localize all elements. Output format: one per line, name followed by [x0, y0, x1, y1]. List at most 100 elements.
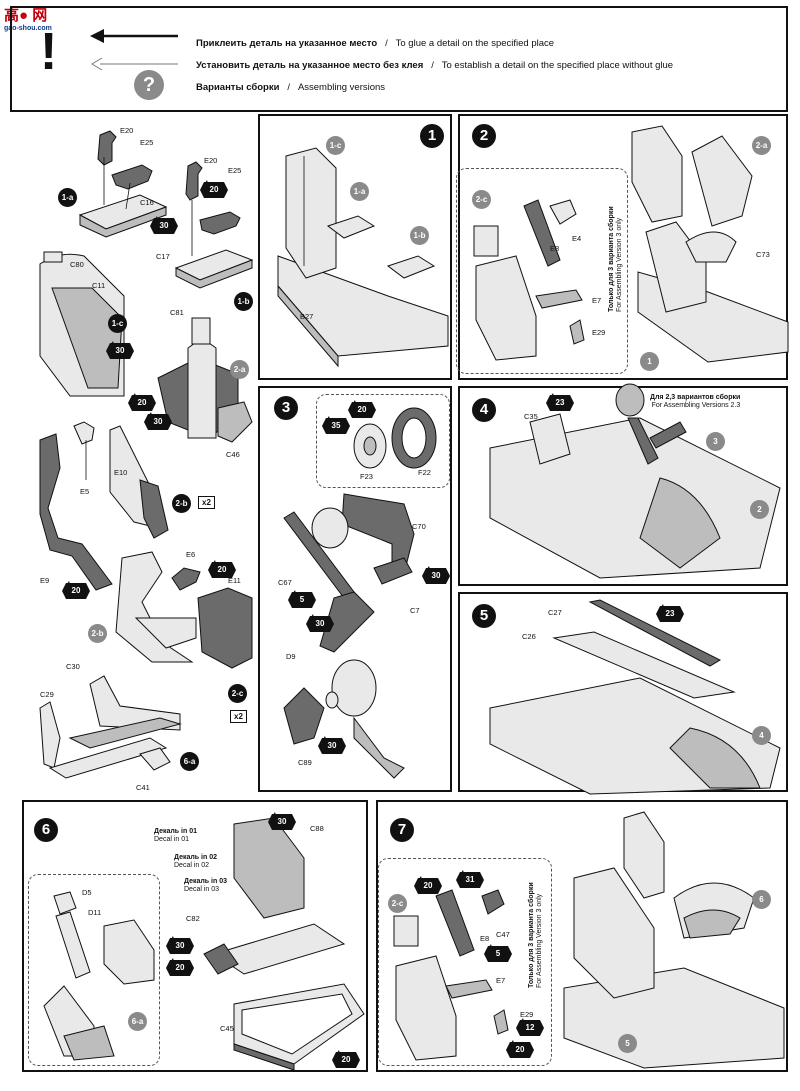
star-shape-icon — [306, 614, 334, 632]
version-3-only-en-step7: For Assembling Version 3 only — [536, 893, 543, 988]
part-label-e10: E10 — [114, 468, 128, 477]
paint-color-number: 20 — [209, 185, 219, 194]
star-shape-icon — [414, 876, 442, 894]
part-label-c30: C30 — [66, 662, 80, 671]
legend-sep: / — [385, 38, 388, 49]
version-3-only-ru: Только для 3 варианта сборки — [608, 206, 615, 312]
subassembly-badge-2a-in-step2: 2-a — [752, 136, 771, 155]
glue-arrow-icon — [90, 29, 178, 43]
subassembly-badge-1b-in-step1: 1-b — [410, 226, 429, 245]
paint-color-number: 20 — [217, 565, 227, 574]
subassembly-badge-6a-in-step6: 6-a — [128, 1012, 147, 1031]
star-shape-icon — [546, 393, 574, 411]
legend-row-versions: Варианты сборки / Assembling versions — [196, 82, 385, 93]
part-label-e29: E29 — [592, 328, 606, 337]
paint-color-number: 30 — [159, 221, 169, 230]
part-label-c89: C89 — [298, 758, 312, 767]
subassembly-1b-drawing — [174, 161, 254, 289]
step-5-drawing — [489, 599, 781, 795]
legend-row-no-glue: Установить деталь на указанное место без… — [196, 60, 673, 71]
exclamation-icon: ! — [40, 23, 58, 81]
step-4-drawing — [489, 383, 781, 579]
decal-01-ru: Декаль in 01 — [154, 828, 198, 835]
callout-5: 5 — [618, 1034, 637, 1053]
part-label-c41: C41 — [136, 783, 150, 792]
paint-color-number: 23 — [665, 609, 675, 618]
star-shape-icon — [516, 1018, 544, 1036]
version-3-inset — [456, 168, 628, 374]
paint-color-star: 20 — [200, 180, 228, 200]
star-shape-icon — [166, 958, 194, 976]
legend-versions-en: Assembling versions — [297, 82, 386, 93]
subassembly-1c-drawing — [39, 251, 125, 397]
decal-01-en: Decal in 01 — [154, 836, 190, 843]
legend-box: ! ? Приклеить деталь на указанное место … — [10, 6, 788, 112]
legend-sep: / — [431, 60, 434, 71]
paint-color-number: 30 — [315, 619, 325, 628]
part-label-f23: F23 — [360, 472, 373, 481]
subassembly-badge-2c: 2-c — [228, 684, 247, 703]
legend-noglue-ru: Установить деталь на указанное место без… — [196, 60, 424, 71]
star-shape-icon — [144, 412, 172, 430]
wheel-inset-drawing — [353, 407, 437, 469]
paint-color-number: 12 — [525, 1023, 535, 1032]
step-5-number: 5 — [472, 604, 496, 628]
part-label-c35: C35 — [524, 412, 538, 421]
paint-color-star: 31 — [456, 870, 484, 890]
paint-color-number: 20 — [137, 398, 147, 407]
part-label-e20: E20 — [120, 126, 134, 135]
paint-color-star: 20 — [348, 400, 376, 420]
paint-color-star: 30 — [306, 614, 334, 634]
paint-color-star: 20 — [62, 581, 90, 601]
legend-sep: / — [287, 82, 291, 93]
version-3-only-note: Только для 3 варианта сборки For Assembl… — [608, 206, 624, 312]
decal-02-ru: Декаль in 02 — [174, 854, 218, 861]
step-6-inset — [28, 874, 160, 1066]
part-label-e9: E9 — [40, 576, 50, 585]
star-shape-icon — [506, 1040, 534, 1058]
part-label-e8-step7: E8 — [480, 934, 490, 943]
step-3-number: 3 — [274, 396, 298, 420]
paint-color-star: 20 — [128, 393, 156, 413]
paint-color-star: 20 — [414, 876, 442, 896]
step-1-panel: 1 1-c 1-a 1-b B27 — [258, 114, 452, 380]
star-shape-icon — [268, 812, 296, 830]
subassembly-badge-6a: 6-a — [180, 752, 199, 771]
step-5-panel: 5 C27 C26 4 — [458, 592, 788, 795]
star-shape-icon — [200, 180, 228, 198]
part-label-c27: C27 — [548, 608, 562, 617]
paint-color-star: 30 — [150, 216, 178, 236]
star-shape-icon — [348, 400, 376, 418]
multiplier-x2: x2 — [198, 496, 215, 509]
star-shape-icon — [208, 560, 236, 578]
step-6-main-drawing — [203, 817, 365, 1071]
subassembly-badge-2a: 2-a — [230, 360, 249, 379]
legend-noglue-en: To establish a detail on the specified p… — [441, 60, 674, 71]
part-label-c73: C73 — [756, 250, 770, 259]
subassembly-6a-drawing — [39, 675, 182, 779]
part-label-c88: C88 — [310, 824, 324, 833]
paint-color-number: 20 — [175, 963, 185, 972]
paint-color-number: 30 — [431, 571, 441, 580]
part-label-e29-step7: E29 — [520, 1010, 534, 1019]
part-label-c29: C29 — [40, 690, 54, 699]
star-shape-icon — [332, 1050, 360, 1068]
part-label-c7: C7 — [410, 606, 420, 615]
paint-color-number: 30 — [327, 741, 337, 750]
wheel-inset — [316, 394, 450, 488]
version-23-en: For Assembling Versions 2.3 — [651, 402, 741, 409]
paint-color-star: 30 — [318, 736, 346, 756]
subassembly-badge-2b-result: 2-b — [88, 624, 107, 643]
callout-6: 6 — [752, 890, 771, 909]
part-label-c11: C11 — [92, 281, 106, 290]
part-label-c47: C47 — [496, 930, 510, 939]
subassembly-badge-1c: 1-c — [108, 314, 127, 333]
part-label-d11: D11 — [88, 908, 102, 917]
paint-color-number: 5 — [495, 949, 501, 958]
part-label-e25-b: E25 — [228, 166, 242, 175]
paint-color-star: 23 — [546, 393, 574, 413]
part-label-e7: E7 — [592, 296, 602, 305]
paint-color-star: 20 — [166, 958, 194, 978]
paint-color-number: 35 — [331, 421, 341, 430]
part-label-c26: C26 — [522, 632, 536, 641]
